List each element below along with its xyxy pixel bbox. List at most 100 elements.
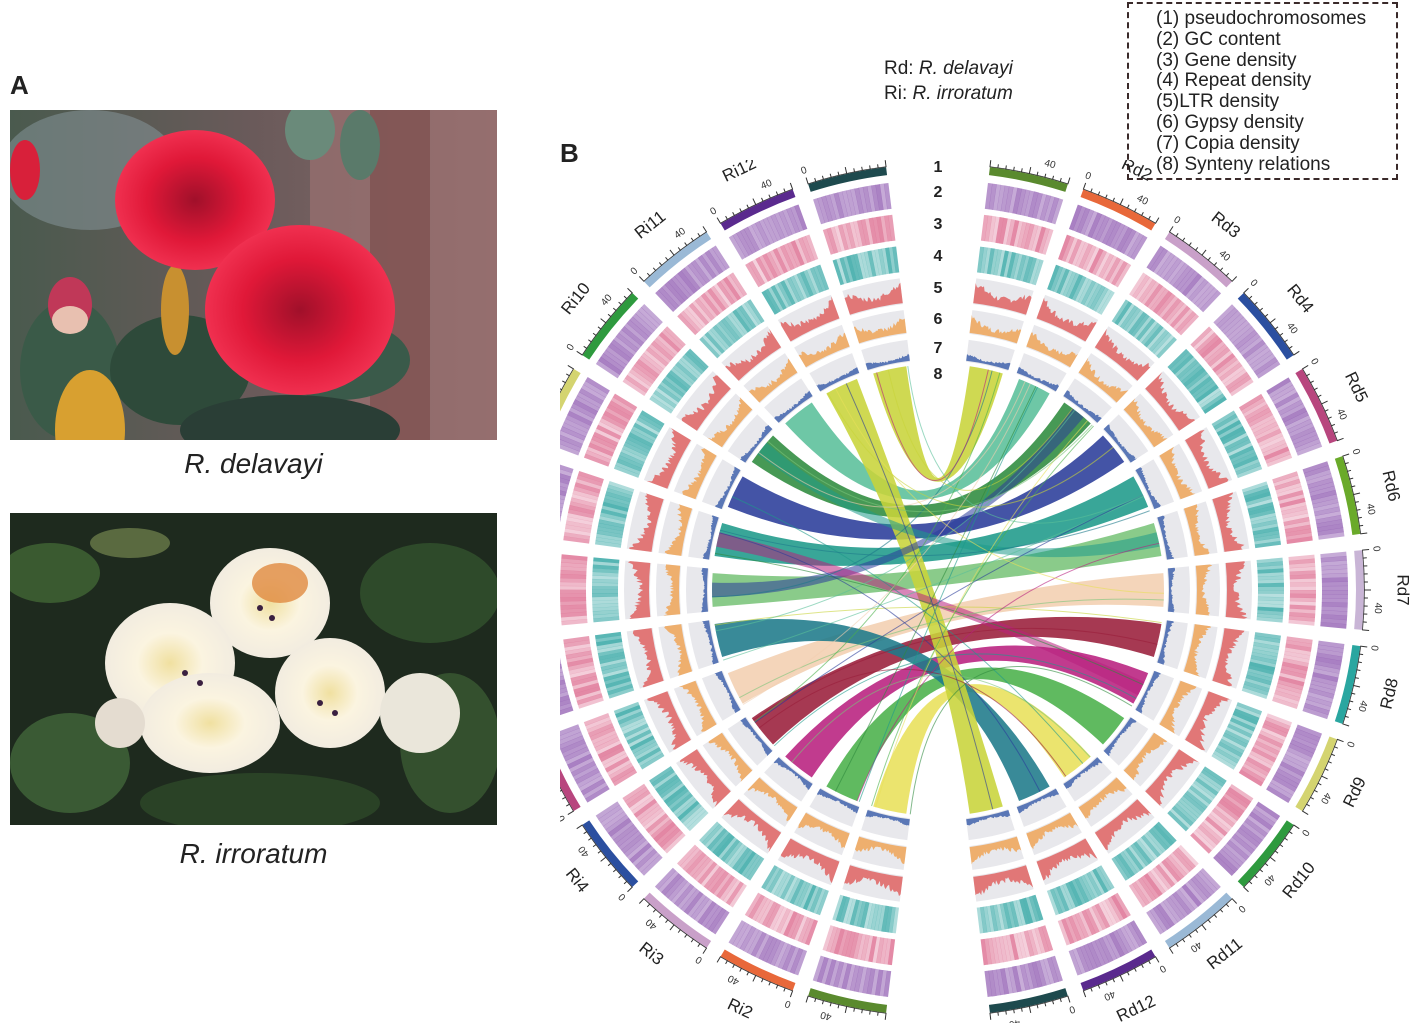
tick-label: 0	[1370, 546, 1382, 553]
chromosome-ri12: 040	[708, 178, 860, 393]
chromosome-ri13: 040	[800, 160, 910, 371]
gc-content-track	[655, 245, 730, 312]
synteny-line	[754, 372, 1001, 723]
tick-label: 0	[1157, 962, 1168, 975]
genome-tracks: 0400400400400400400400400400400400400400…	[560, 160, 1383, 1023]
gypsy-density-track	[1078, 353, 1133, 404]
gypsy-density-track	[656, 563, 682, 617]
copia-density-track	[764, 756, 814, 802]
gc-content-track	[812, 955, 892, 997]
synteny-line	[767, 424, 1093, 513]
tick-marks	[1301, 364, 1344, 442]
legend-item: (3) Gene density	[1156, 49, 1297, 71]
chromosome-ri5: 040	[560, 670, 742, 823]
gene-density-track	[1057, 892, 1131, 946]
repeat-density-track	[594, 631, 635, 699]
chromosome-label: Ri2	[724, 995, 755, 1023]
pseudochromosome-bar	[644, 232, 712, 288]
ltr-density-track	[842, 278, 903, 316]
pseudochromosome-bar	[1237, 820, 1294, 887]
gypsy-density-track	[658, 623, 694, 679]
gypsy-density-track	[794, 811, 851, 856]
gc-content-track	[560, 464, 574, 523]
chromosome-ri10: 040	[565, 287, 774, 464]
white-flower-image	[10, 513, 497, 825]
copia-density-track	[1102, 414, 1149, 464]
repeat-density-track	[1046, 865, 1115, 916]
tick-label: 40	[599, 292, 615, 308]
chromosome-ri8: 040	[560, 464, 720, 560]
tick-marks	[1342, 453, 1368, 535]
ltr-density-track	[1184, 690, 1233, 753]
track-number: 4	[934, 248, 943, 265]
chromosome-ri4: 040	[576, 716, 774, 902]
tick-label: 0	[1368, 644, 1380, 651]
species-name: R. delavayi	[918, 58, 1013, 79]
repeat-density-track	[1211, 702, 1263, 770]
repeat-density-track	[1241, 481, 1282, 549]
synteny-line	[845, 383, 994, 810]
chromosome-rd8: 040	[1156, 620, 1380, 727]
copia-density-track	[1156, 510, 1188, 560]
repeat-density-track	[832, 246, 900, 286]
synteny-ribbon	[716, 532, 1145, 696]
tick-label: 0	[1308, 357, 1321, 368]
gene-density-track	[1190, 326, 1254, 397]
repeat-density-track	[832, 894, 900, 934]
chromosome-ri3: 040	[638, 756, 814, 966]
tick-label: 40	[576, 843, 592, 859]
gene-density-track	[745, 234, 819, 288]
pseudochromosome-bar	[644, 892, 712, 948]
gypsy-density-track	[743, 353, 798, 404]
tick-label: 0	[1344, 740, 1356, 749]
synteny-line	[791, 674, 1091, 763]
synteny-line	[742, 383, 1031, 705]
tick-label: 40	[1334, 407, 1349, 422]
chromosome-rd3: 040	[1062, 214, 1238, 424]
gc-content-track	[595, 303, 663, 379]
synteny-line	[909, 666, 1133, 815]
gypsy-density-track	[1182, 623, 1218, 679]
ltr-density-track	[1211, 627, 1250, 689]
repeat-density-track	[1241, 632, 1281, 699]
repeat-density-track	[761, 264, 830, 315]
repeat-density-track	[1167, 348, 1227, 414]
synteny-ribbon	[826, 379, 1003, 814]
tick-label: 40	[1318, 791, 1333, 806]
ltr-density-track	[1144, 748, 1201, 809]
gc-content-track	[1266, 724, 1323, 803]
chromosome-label: Rd10	[1279, 858, 1319, 902]
repeat-density-track	[976, 894, 1044, 934]
gc-content-track	[728, 204, 808, 260]
synteny-line	[754, 494, 1144, 723]
gc-content-track	[984, 183, 1064, 225]
track-number: 7	[934, 340, 943, 357]
pseudochromosome-bar	[1354, 550, 1364, 630]
gene-density-track	[563, 470, 604, 544]
gypsy-density-track	[673, 680, 718, 737]
tick-marks	[576, 287, 633, 356]
synteny-ribbon	[826, 667, 1125, 801]
gypsy-density-track	[1123, 393, 1174, 448]
tick-marks	[1243, 824, 1300, 893]
gene-density-track	[560, 554, 588, 626]
copia-density-track	[1062, 378, 1112, 424]
legend-item: (5)LTR density	[1156, 91, 1280, 113]
chromosome-label: Rd3	[1208, 208, 1244, 242]
copia-density-track	[1016, 787, 1067, 827]
caption-r-irroratum: R. irroratum	[179, 838, 328, 869]
repeat-density-track	[1111, 299, 1177, 359]
copia-density-track	[1102, 716, 1149, 766]
copia-density-track	[688, 510, 720, 560]
copia-density-track	[809, 353, 860, 393]
synteny-line	[739, 598, 1164, 699]
tick-label: 0	[629, 265, 641, 277]
chromosome-label: Ri4	[562, 864, 593, 896]
gypsy-density-track	[852, 835, 907, 870]
synteny-line	[887, 369, 1073, 491]
pseudochromosome-bar	[1334, 645, 1361, 724]
synteny-line	[731, 496, 1084, 764]
ltr-density-track	[643, 690, 692, 753]
ltr-density-track	[626, 627, 665, 689]
